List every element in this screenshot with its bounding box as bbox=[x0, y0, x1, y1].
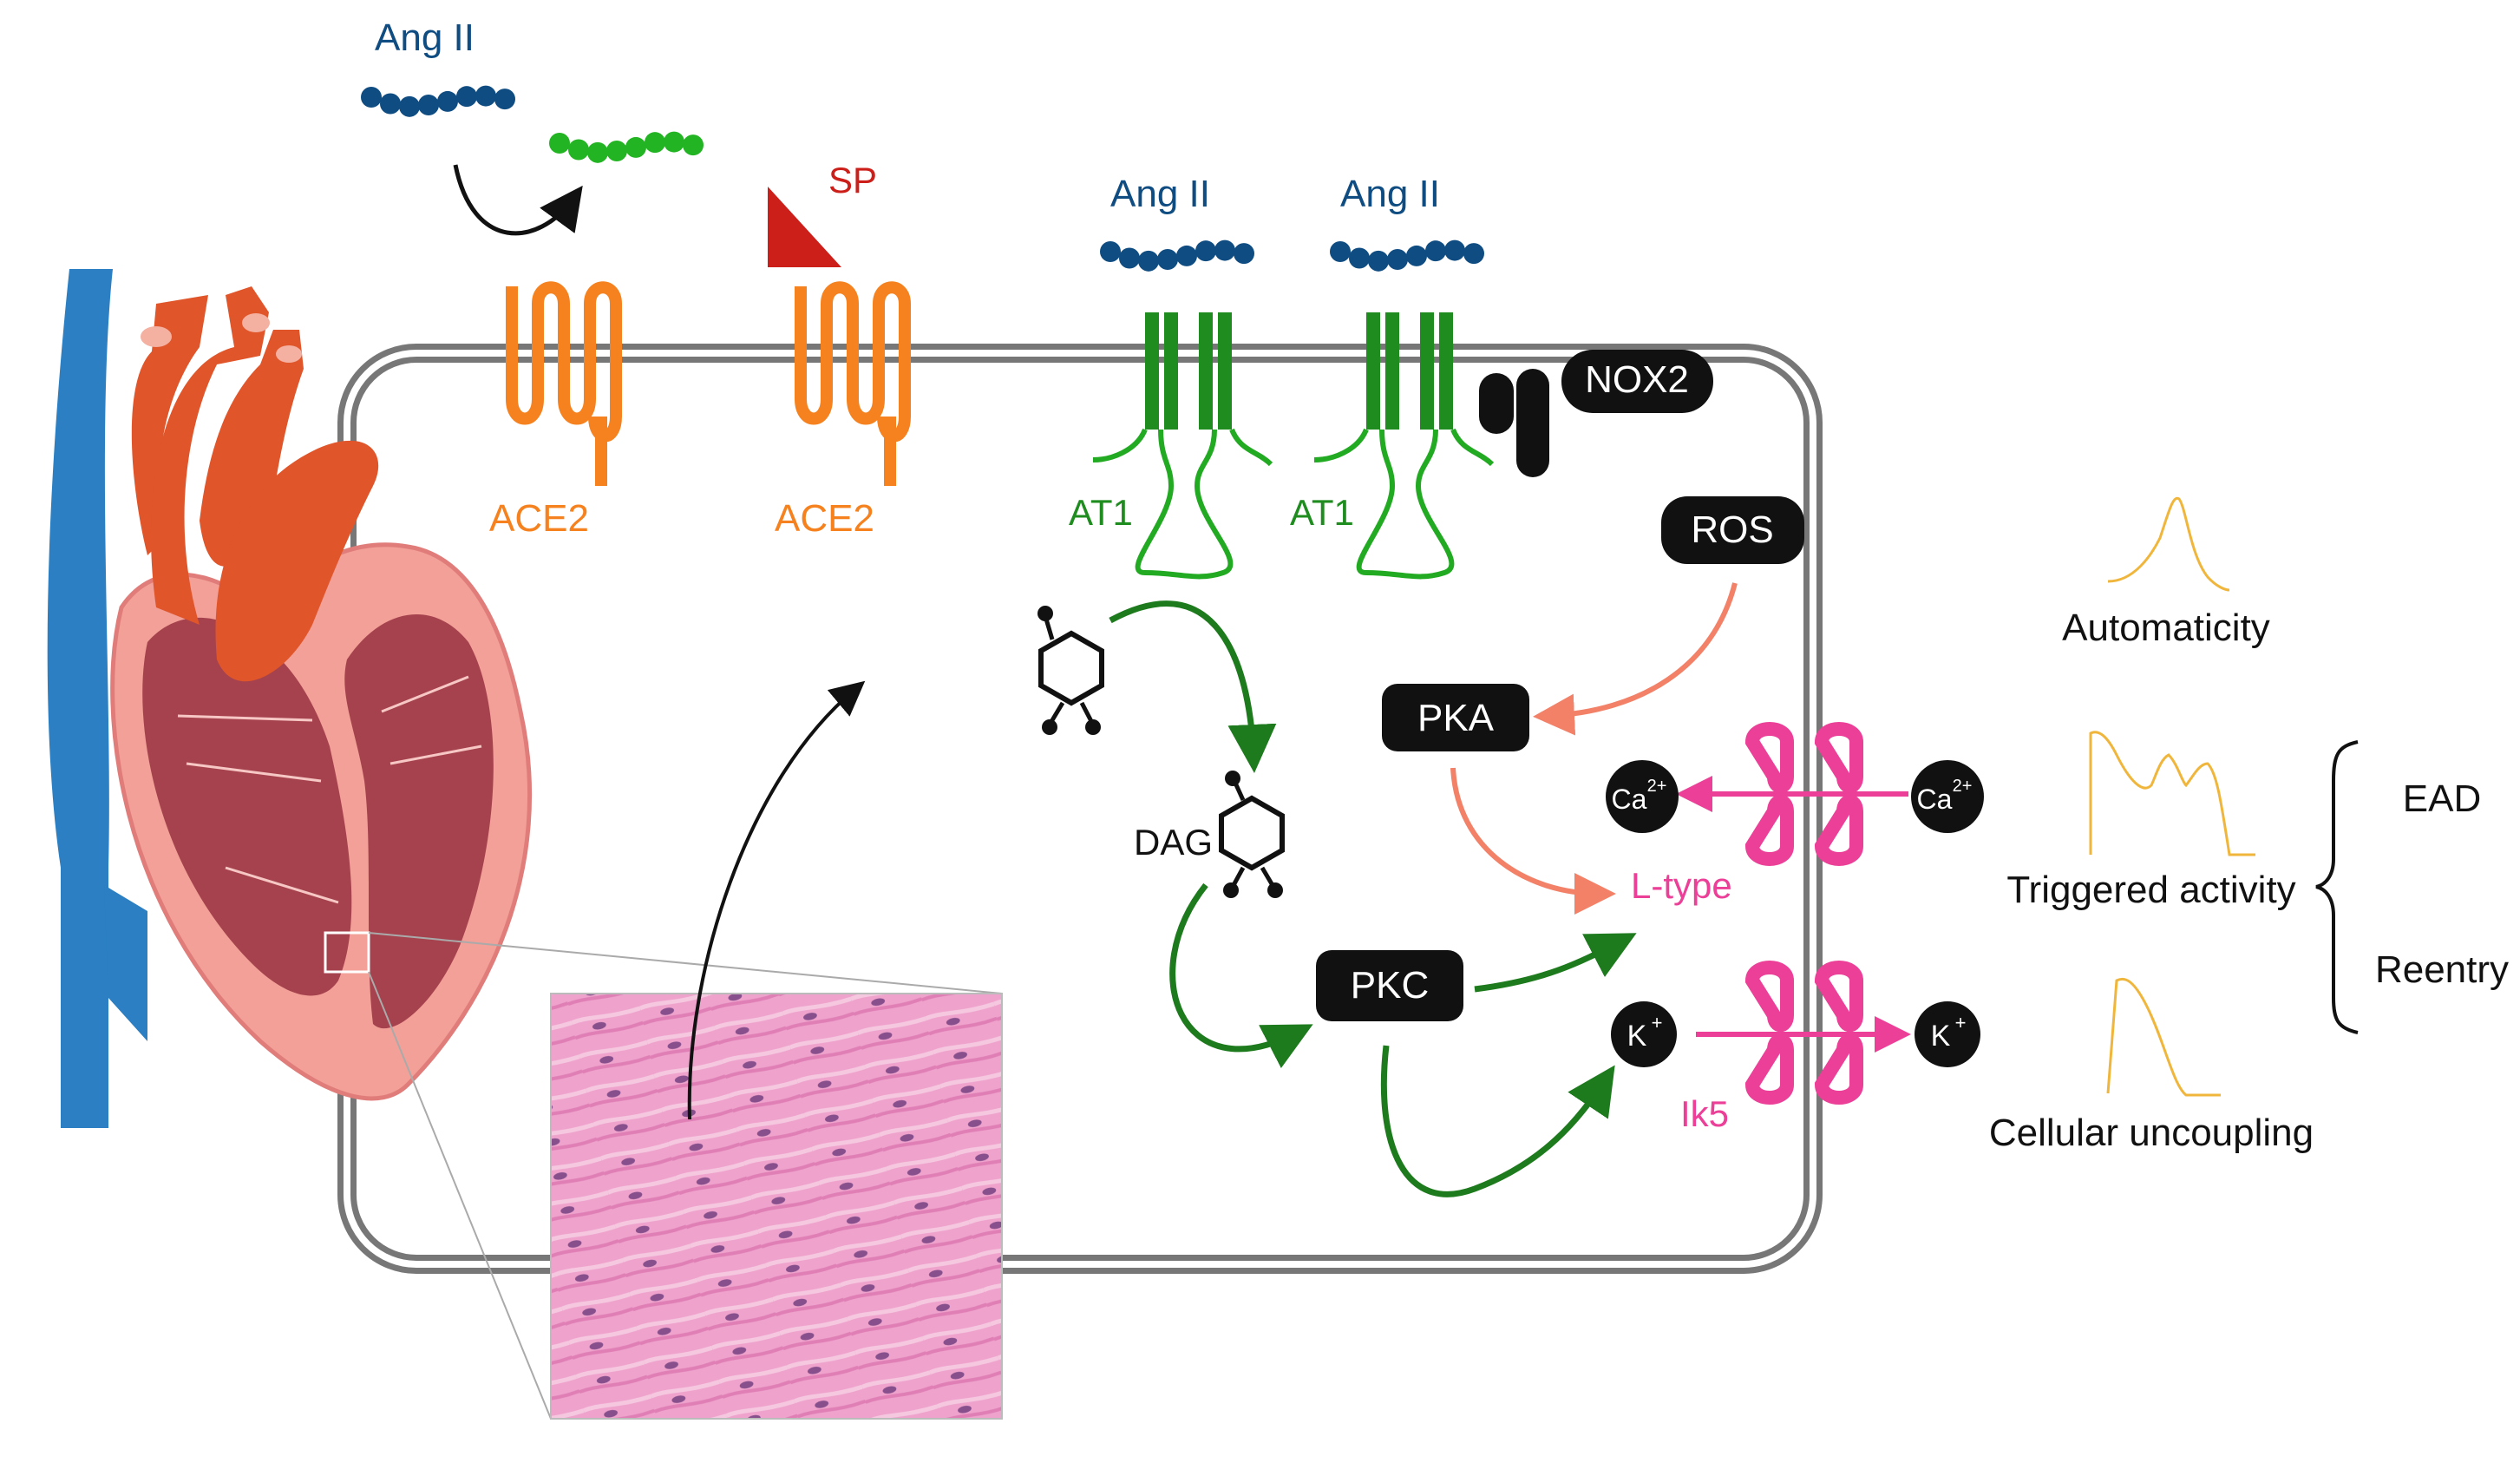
ace2-label-1: ACE2 bbox=[489, 497, 589, 540]
peptide-bead bbox=[1425, 240, 1446, 262]
peptide-bead bbox=[437, 90, 458, 112]
ang-ii-label-1: Ang II bbox=[1110, 173, 1210, 215]
triggered-activity-trace bbox=[2089, 731, 2255, 856]
ang-ii-top-label: Ang II bbox=[375, 16, 475, 59]
peptide-bead bbox=[1176, 245, 1197, 266]
ead-label: EAD bbox=[2403, 777, 2481, 820]
peptide-bead bbox=[1157, 248, 1178, 270]
calcium-ion-extracellular: Ca 2+ bbox=[1911, 760, 1984, 833]
pka-box bbox=[1382, 684, 1529, 751]
at1-label-1: AT1 bbox=[1069, 492, 1133, 533]
dag-molecule-icon bbox=[1219, 771, 1285, 898]
ang-ii-chain-at1-1 bbox=[1100, 239, 1254, 272]
arrhythmia-brace bbox=[2315, 740, 2359, 1034]
pkc-label: PKC bbox=[1351, 964, 1429, 1007]
ik5-label: Ik5 bbox=[1680, 1093, 1729, 1134]
ros-label: ROS bbox=[1691, 508, 1773, 551]
peptide-bead bbox=[664, 131, 684, 153]
pka-label: PKA bbox=[1417, 697, 1495, 739]
peptide-bead bbox=[1387, 248, 1408, 270]
peptide-bead bbox=[587, 141, 608, 163]
peptide-bead bbox=[1349, 247, 1370, 269]
spike-protein-icon bbox=[768, 187, 841, 267]
salmon-signaling-arrows bbox=[1450, 582, 1738, 915]
at1-receptor-2 bbox=[1313, 312, 1495, 580]
k-out-label: K bbox=[1931, 1020, 1951, 1053]
ca-in-superscript: 2+ bbox=[1647, 777, 1667, 796]
ca-out-label: Ca bbox=[1917, 784, 1953, 815]
peptide-bead bbox=[418, 94, 439, 115]
ang-ii-chain-at1-2 bbox=[1330, 239, 1484, 272]
green-signaling-arrows bbox=[1109, 600, 1637, 1197]
potassium-ion-extracellular: K + bbox=[1915, 1001, 1980, 1067]
pkc-box bbox=[1316, 950, 1463, 1021]
k-in-label: K bbox=[1627, 1020, 1647, 1053]
peptide-bead bbox=[456, 86, 477, 108]
peptide-bead bbox=[645, 132, 665, 154]
peptide-bead bbox=[380, 93, 401, 115]
ace2-receptor-2 bbox=[795, 281, 911, 486]
cellular-uncoupling-label: Cellular uncoupling bbox=[1989, 1112, 2314, 1154]
peptide-bead bbox=[625, 136, 646, 158]
peptide-bead bbox=[1406, 245, 1427, 266]
ca-in-label: Ca bbox=[1612, 784, 1647, 815]
automaticity-label: Automaticity bbox=[2062, 607, 2270, 649]
peptide-bead bbox=[1100, 241, 1121, 262]
potassium-ion-intracellular: K + bbox=[1611, 1001, 1677, 1067]
peptide-bead bbox=[1368, 250, 1389, 272]
peptide-bead bbox=[494, 89, 515, 110]
peptide-bead bbox=[568, 139, 589, 161]
l-type-calcium-channel bbox=[1744, 722, 1863, 866]
peptide-bead bbox=[475, 85, 496, 107]
nox2-label: NOX2 bbox=[1585, 358, 1689, 401]
peptide-bead bbox=[1214, 239, 1235, 261]
sp-label: SP bbox=[828, 160, 877, 200]
ang-ii-label-2: Ang II bbox=[1340, 173, 1440, 215]
tissue-to-cell-arrow bbox=[687, 680, 866, 1120]
k-in-superscript: + bbox=[1652, 1012, 1663, 1033]
peptide-bead bbox=[549, 133, 570, 154]
ros-box bbox=[1661, 496, 1804, 564]
heart-illustration bbox=[47, 269, 533, 1128]
peptide-bead bbox=[1195, 240, 1216, 262]
triggered-activity-label: Triggered activity bbox=[2006, 869, 2295, 911]
peptide-bead bbox=[399, 95, 420, 117]
pip2-molecule-icon bbox=[1037, 606, 1104, 735]
peptide-bead bbox=[1119, 247, 1140, 269]
ik5-potassium-channel bbox=[1744, 961, 1863, 1105]
calcium-ion-intracellular: Ca 2+ bbox=[1606, 760, 1679, 833]
myocardium-histology bbox=[550, 993, 1003, 1420]
cleavage-arrow bbox=[453, 164, 583, 236]
peptide-bead bbox=[606, 140, 627, 161]
zoom-lines bbox=[368, 932, 1003, 1420]
peptide-bead bbox=[1444, 239, 1465, 261]
ace2-receptor-1 bbox=[506, 281, 622, 486]
at1-label-2: AT1 bbox=[1290, 492, 1354, 533]
ca-out-superscript: 2+ bbox=[1953, 777, 1973, 796]
peptide-bead bbox=[683, 134, 704, 156]
peptide-bead bbox=[1463, 243, 1484, 265]
cellular-uncoupling-trace bbox=[2106, 977, 2221, 1097]
at1-receptor-1 bbox=[1092, 312, 1273, 580]
cleaved-peptide-chain bbox=[549, 131, 704, 163]
peptide-bead bbox=[1330, 241, 1351, 262]
nox2-complex bbox=[1479, 350, 1713, 477]
reentry-label: Reentry bbox=[2375, 948, 2509, 991]
dag-label: DAG bbox=[1134, 822, 1213, 863]
ace2-label-2: ACE2 bbox=[775, 497, 874, 540]
ang-ii-peptide-chain bbox=[361, 85, 515, 117]
k-out-superscript: + bbox=[1955, 1012, 1967, 1033]
peptide-bead bbox=[1234, 243, 1254, 265]
l-type-label: L-type bbox=[1631, 865, 1732, 906]
peptide-bead bbox=[1138, 250, 1159, 272]
peptide-bead bbox=[361, 87, 382, 108]
automaticity-trace bbox=[2107, 496, 2230, 592]
